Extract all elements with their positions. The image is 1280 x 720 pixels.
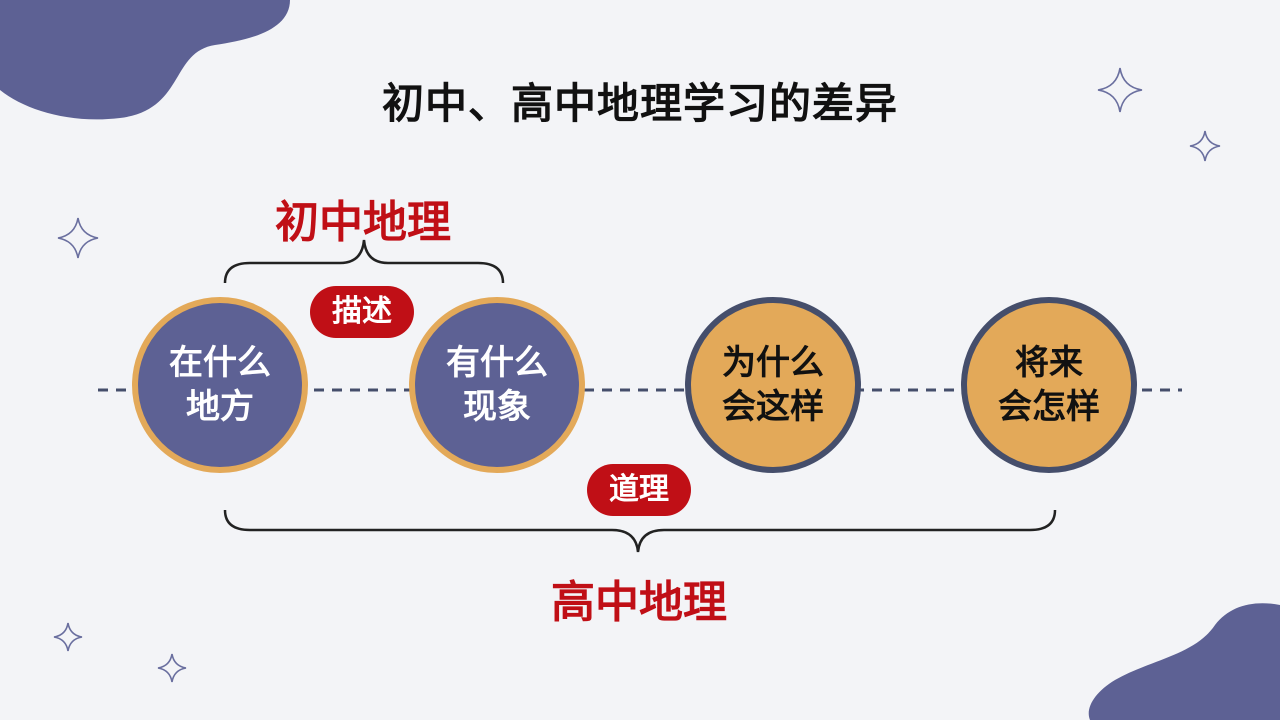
bottom-right-blob: [1088, 603, 1280, 720]
describe-badge: 描述: [310, 286, 414, 338]
senior-geography-label: 高中地理: [551, 577, 727, 628]
node-future: 将来 会怎样: [961, 297, 1137, 473]
node-where: 在什么 地方: [132, 297, 308, 473]
node-line: 在什么: [169, 343, 271, 383]
page-title: 初中、高中地理学习的差异: [381, 79, 898, 128]
node-line: 有什么: [446, 343, 548, 383]
sparkle-icon: [1097, 67, 1143, 113]
sparkle-icon: [53, 622, 83, 652]
junior-brace: [223, 239, 505, 284]
node-line: 地方: [186, 387, 254, 427]
junior-geography-label: 初中地理: [275, 197, 451, 248]
node-line: 为什么: [722, 343, 824, 383]
node-what: 有什么 现象: [409, 297, 585, 473]
node-line: 会这样: [722, 387, 824, 427]
top-left-blob: [0, 0, 290, 120]
node-why: 为什么 会这样: [685, 297, 861, 473]
node-line: 会怎样: [998, 387, 1100, 427]
sparkle-icon: [1189, 130, 1221, 162]
senior-brace: [223, 509, 1057, 553]
node-line: 将来: [1015, 343, 1083, 383]
reason-badge: 道理: [587, 464, 691, 516]
sparkle-icon: [157, 653, 187, 683]
node-line: 现象: [463, 387, 531, 427]
sparkle-icon: [57, 217, 99, 259]
